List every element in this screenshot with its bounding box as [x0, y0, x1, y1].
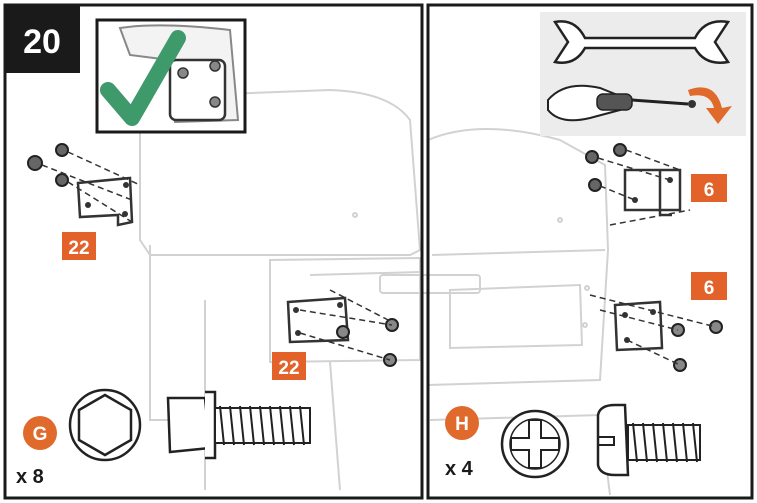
svg-text:6: 6 [704, 180, 715, 201]
bracket-bottom-left [286, 289, 399, 367]
bracket-bottom-right [589, 294, 723, 372]
hex-bolt-head-icon [68, 388, 142, 462]
rotate-arrow-icon [688, 87, 732, 124]
callout-6-bottom: 6 [691, 272, 727, 300]
wrench-icon [552, 20, 731, 64]
bracket-top-left [27, 143, 141, 227]
part-g-quantity: x 8 [16, 466, 44, 488]
part-g-label: G [23, 416, 57, 450]
svg-text:22: 22 [278, 358, 299, 379]
callout-22-top: 22 [62, 232, 96, 260]
check-mark-icon [100, 30, 186, 126]
callout-22-bottom: 22 [272, 352, 306, 380]
part-h-quantity: x 4 [445, 458, 474, 480]
step-number-box: 20 [5, 5, 80, 73]
bracket-top-right [585, 143, 691, 226]
panel-left-border [3, 3, 424, 500]
svg-text:22: 22 [68, 238, 89, 259]
part-h-label: H [445, 406, 479, 440]
bolt-icon [27, 143, 69, 187]
check-inset [95, 18, 247, 134]
phillips-screw-head-icon [500, 409, 570, 479]
svg-text:H: H [455, 414, 469, 435]
svg-text:6: 6 [704, 278, 715, 299]
step-number: 20 [23, 23, 61, 61]
hex-bolt-side-icon [166, 390, 311, 460]
tools-box [540, 12, 746, 136]
phillips-screw-side-icon [596, 403, 701, 477]
callout-6-top: 6 [691, 174, 727, 202]
screwdriver-icon [547, 84, 696, 122]
svg-text:G: G [33, 424, 48, 445]
panel-right-border [426, 3, 754, 500]
